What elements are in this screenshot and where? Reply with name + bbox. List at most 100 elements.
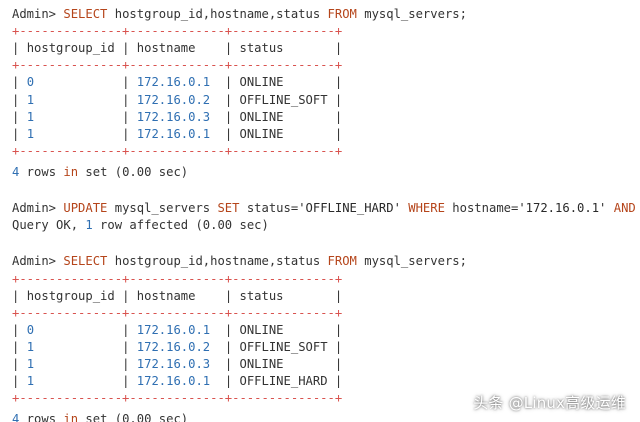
cell-hostgroup-id: 1 [26,92,35,107]
column-header: hostgroup_id [26,288,115,303]
pipe: | [114,339,137,354]
pipe: | [217,75,240,90]
result-time: (0.00 sec) [195,218,269,233]
pipe: | [217,92,240,107]
table-border-text: +--------------+-------------+----------… [12,391,343,406]
table-border: +--------------+-------------+----------… [12,271,342,288]
prompt: Admin> [12,254,57,269]
pipe: | [12,41,27,56]
sql-fields: hostgroup_id,hostname,status [107,254,328,269]
table-border-text: +--------------+-------------+----------… [12,58,343,73]
pipe: | [114,288,137,303]
sql-update-line: Admin> UPDATE mysql_servers SET status='… [12,200,636,217]
prompt: Admin> [12,201,57,216]
cell-status: OFFLINE_SOFT [239,339,328,354]
pipe: | [327,75,343,90]
pad [34,323,115,337]
cell-status: ONLINE [239,322,284,337]
sql-keyword: AND [606,201,636,216]
pipe: | [114,75,137,90]
table-border-text: +--------------+-------------+----------… [12,271,343,286]
result-text: Query OK, [12,218,86,233]
sql-query-line: Admin> SELECT hostgroup_id,hostname,stat… [12,6,467,23]
row-count: 4 [12,412,20,422]
sql-keyword: SELECT [63,254,108,269]
pipe: | [114,126,137,141]
result-summary: 4 rows in set (0.00 sec) [12,411,188,422]
cell-hostgroup-id: 1 [26,109,35,124]
table-border-text: +--------------+-------------+----------… [12,24,343,39]
column-header: status [239,288,328,303]
column-header: hostname [136,288,218,303]
table-border-text: +--------------+-------------+----------… [12,143,343,158]
pad [34,110,115,124]
pipe: | [327,322,343,337]
result-text: rows [19,164,64,179]
cell-hostname: 172.16.0.1 [136,75,211,90]
cell-hostname: 172.16.0.2 [136,92,211,107]
cell-hostname: 172.16.0.1 [136,126,211,141]
pipe: | [12,357,27,371]
pad [34,357,115,371]
cell-hostname: 172.16.0.3 [136,357,211,371]
cell-status: ONLINE [239,357,284,371]
table-row: | 1 | 172.16.0.3 | ONLINE | [12,356,342,373]
pipe: | [327,126,343,141]
pad [284,357,328,371]
pad [34,340,115,354]
prompt: Admin> [12,7,57,21]
table-header-row: | hostgroup_id | hostname | status | [12,288,342,305]
pipe: | [12,109,27,124]
sql-keyword: in [63,412,79,422]
pipe: | [327,41,343,56]
sql-cond: hostname= [444,201,519,216]
table-border: +--------------+-------------+----------… [12,390,342,407]
pad [34,93,115,107]
result-summary: 4 rows in set (0.00 sec) [12,164,188,181]
table-row: | 1 | 172.16.0.2 | OFFLINE_SOFT | [12,92,342,109]
pipe: | [114,357,137,371]
pipe: | [327,374,343,389]
sql-keyword: FROM [327,7,357,21]
pad [284,75,328,89]
pad [34,374,115,388]
table-border: +--------------+-------------+----------… [12,57,342,74]
pipe: | [217,339,240,354]
cell-status: ONLINE [239,109,284,124]
cell-hostgroup-id: 0 [26,322,35,337]
sql-table: mysql_servers; [356,7,467,21]
result-text: row affected [92,218,196,233]
table-row: | 1 | 172.16.0.3 | ONLINE | [12,109,342,126]
sql-keyword: FROM [327,254,357,269]
pipe: | [217,288,240,303]
sql-assign: status= [239,201,299,216]
table-border: +--------------+-------------+----------… [12,23,342,40]
pad [34,75,115,89]
pad [284,323,328,337]
result-text: rows [19,412,64,422]
cell-hostname: 172.16.0.1 [136,374,211,389]
table-row: | 1 | 172.16.0.1 | OFFLINE_HARD | [12,373,342,390]
pipe: | [217,41,240,56]
cell-hostname: 172.16.0.3 [136,109,211,124]
cell-hostgroup-id: 0 [26,75,35,90]
pipe: | [114,374,137,389]
pad [284,127,328,141]
column-header: hostgroup_id [26,41,115,56]
pipe: | [327,357,343,371]
sql-keyword: in [63,164,79,179]
terminal-output[interactable]: Admin> SELECT hostgroup_id,hostname,stat… [12,0,640,422]
pipe: | [114,41,137,56]
table-border: +--------------+-------------+----------… [12,143,342,160]
cell-status: ONLINE [239,126,284,141]
sql-fields: hostgroup_id,hostname,status [107,7,328,21]
cell-status: ONLINE [239,75,284,90]
cell-hostname: 172.16.0.2 [136,339,211,354]
sql-keyword: SELECT [63,7,108,21]
sql-keyword: WHERE [400,201,445,216]
table-row: | 0 | 172.16.0.1 | ONLINE | [12,74,342,91]
pad [284,110,328,124]
pipe: | [12,322,27,337]
cell-hostname: 172.16.0.1 [136,322,211,337]
pipe: | [327,339,343,354]
